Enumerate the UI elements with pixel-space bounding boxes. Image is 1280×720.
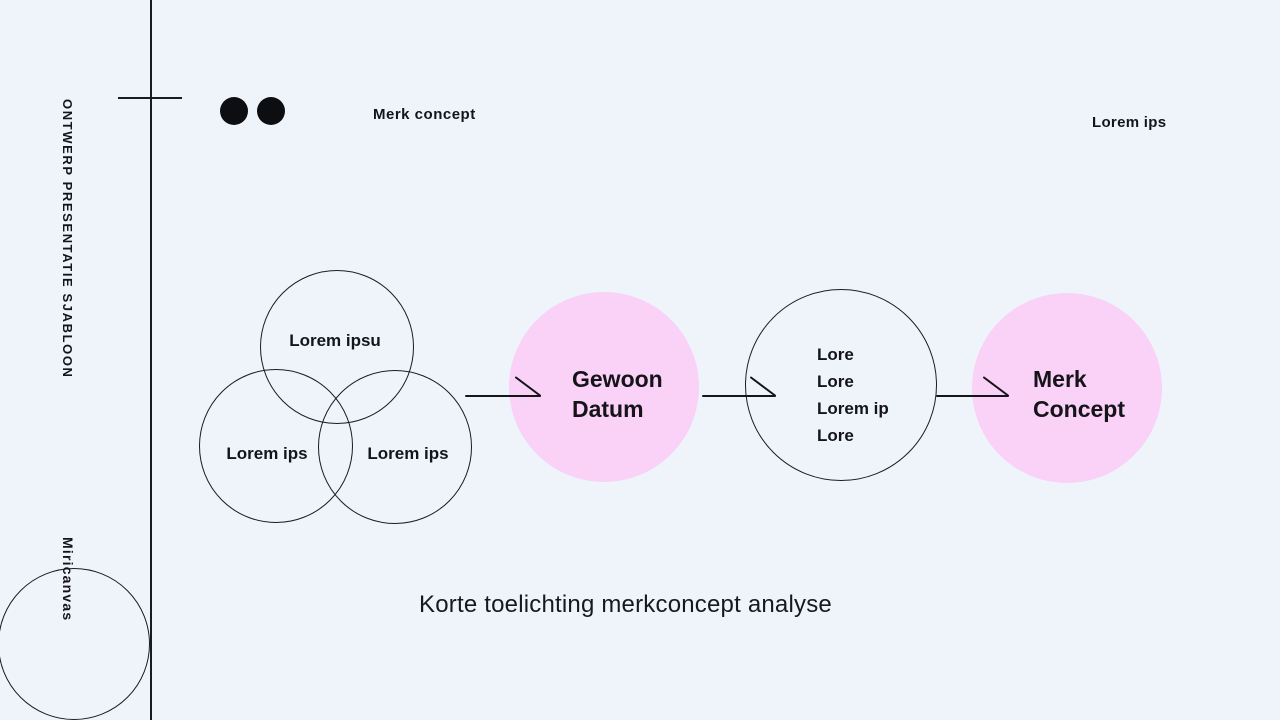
bullet-dot-icon bbox=[257, 97, 285, 125]
venn-label-left: Lorem ips bbox=[226, 444, 308, 463]
flow-node-data-line1: Gewoon bbox=[572, 366, 663, 392]
crosshair-tick-line bbox=[118, 97, 182, 99]
venn-label-top: Lorem ipsu bbox=[289, 331, 381, 350]
list-item: Lore bbox=[817, 372, 854, 391]
header-right-label: Lorem ips bbox=[1092, 114, 1167, 131]
brand-vertical-label: Miricanvas bbox=[60, 537, 76, 622]
flow-node-concept-line1: Merk bbox=[1033, 366, 1087, 392]
slide-topic-label: Merk concept bbox=[373, 106, 476, 123]
flow-node-concept-label: Merk Concept bbox=[1033, 364, 1125, 424]
flow-node-data-label: Gewoon Datum bbox=[572, 364, 663, 424]
flow-node-concept-line2: Concept bbox=[1033, 396, 1125, 422]
list-item: Lore bbox=[817, 426, 854, 445]
list-item: Lore bbox=[817, 345, 854, 364]
venn-label-right: Lorem ips bbox=[367, 444, 449, 463]
list-item: Lorem ip bbox=[817, 399, 889, 418]
bullet-dot-icon bbox=[220, 97, 248, 125]
flow-node-list: Lore Lore Lorem ip Lore bbox=[817, 341, 889, 449]
slide-caption: Korte toelichting merkconcept analyse bbox=[419, 591, 832, 618]
venn-circle-right bbox=[318, 370, 472, 524]
sidebar-divider-line bbox=[150, 0, 152, 720]
flow-node-data-line2: Datum bbox=[572, 396, 644, 422]
sidebar-vertical-title: ONTWERP PRESENTATIE SJABLOON bbox=[60, 99, 75, 379]
